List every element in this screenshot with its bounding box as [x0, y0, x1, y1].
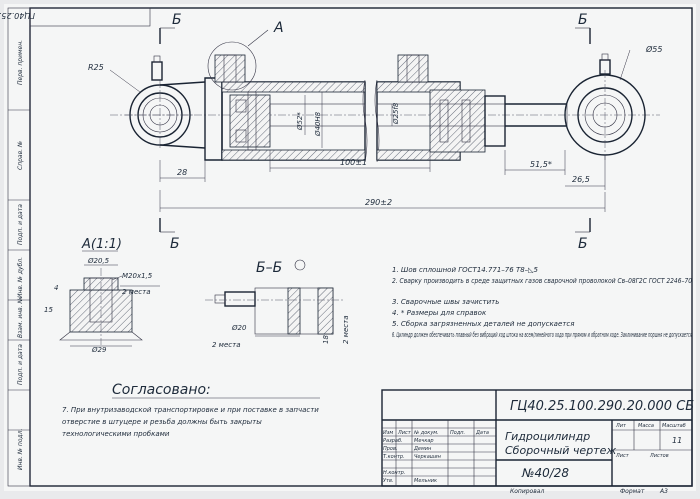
tb-ndokum: № докум. [413, 430, 439, 436]
tb-listov: Листов [649, 453, 669, 459]
side-strip-label: Перв. примен. [17, 40, 24, 85]
note-1: 1. Шов сплошной ГОСТ14.771–76 Т8–◺5 [392, 266, 539, 274]
title-block: ГЦ40.25.100.290.20.000 СБ Гидроцилиндр С… [381, 389, 694, 487]
note-7-line: технологическими пробками [62, 430, 170, 438]
dim-290: 290±2 [365, 198, 392, 207]
detail-a: А(1:1) Ø20,5 М20х1,5 2 места 4 15 Ø29 [44, 237, 160, 354]
tb-mass-value: 11 [672, 436, 682, 445]
dim-26-5: 26,5 [572, 175, 590, 184]
main-dimensions: R25 Ø55 Ø52* Ø40Н8 Ø25f8 28 100±1 51,5* … [88, 44, 662, 212]
note-7: 7. При внутризаводской транспортировке и… [62, 406, 319, 438]
two-places-c: 2 места [342, 316, 350, 344]
tb-name1: Мечкар [414, 438, 434, 444]
side-strip-label: Взам. инв. № [17, 297, 24, 338]
note-3: 3. Сварочные швы зачистить [392, 298, 499, 306]
dim-51-5: 51,5* [530, 160, 552, 169]
approved-label: Согласовано: [112, 382, 211, 398]
note-7-line: 7. При внутризаводской транспортировке и… [62, 406, 319, 414]
sheet-code: №40/28 [521, 466, 569, 480]
footer-format: Формат [620, 488, 645, 495]
side-strip-label: Инв. № дубл. [17, 257, 24, 298]
tb-masshtab: Масштаб [662, 423, 686, 429]
tb-utv: Утв. [383, 478, 394, 484]
section-markers: Б Б Б Б А [159, 12, 591, 252]
detail-a-title: А(1:1) [81, 237, 122, 252]
title-name-2: Сборочный чертеж [505, 444, 616, 457]
tb-massa: Масса [638, 423, 654, 429]
dim-d20-5: Ø20,5 [87, 257, 110, 265]
section-label-b-bottom-right: Б [578, 236, 588, 252]
title-block-number: ГЦ40.25.100.290.20.000 СБ [510, 399, 694, 414]
footer-kopiroval: Копировал [510, 488, 544, 495]
tb-izm: Изм [383, 430, 393, 436]
dim-d52: Ø52* [296, 112, 304, 131]
tb-name2: Демин [413, 446, 432, 452]
side-strip-label: Инв. № подл. [17, 429, 24, 470]
tb-prov: Пров. [383, 446, 398, 452]
section-label-b-top-left: Б [172, 12, 182, 28]
side-strip [7, 7, 31, 487]
dim-d40h8: Ø40Н8 [314, 111, 322, 137]
footer: Копировал Формат А3 [510, 488, 668, 495]
tb-lit: Лит [615, 423, 627, 429]
section-label-b-top-right: Б [578, 12, 588, 28]
side-strip-label: Подп. и дата [17, 344, 24, 385]
section-bb-title: Б–Б [256, 260, 282, 276]
tb-list: Лист [397, 430, 412, 436]
dim-100: 100±1 [340, 158, 367, 167]
tb-podp: Подп. [450, 430, 465, 436]
side-strip-label: Подп. и дата [17, 204, 24, 245]
dim-28: 28 [177, 168, 187, 177]
dim-r25: R25 [88, 63, 104, 72]
dim-d29: Ø29 [91, 346, 107, 354]
tb-data: Дата [475, 430, 489, 436]
dim-15: 15 [44, 306, 53, 314]
view-label-a: А [273, 20, 284, 36]
note-7-line: отверстие в штуцере и резьба должны быть… [62, 418, 262, 426]
side-strip-label: Справ. № [17, 141, 24, 170]
two-places-a: 2 места [122, 288, 150, 296]
section-label-b-bottom-left: Б [170, 236, 180, 252]
technical-notes: 1. Шов сплошной ГОСТ14.771–76 Т8–◺5 2. С… [392, 266, 692, 339]
two-places-b: 2 места [212, 341, 240, 349]
drawing-number-rotated: ГЦ40.25.100.290.20.000 СБ [0, 11, 35, 20]
dim-d20: Ø20 [231, 324, 247, 332]
footer-format-value: А3 [659, 488, 668, 495]
note-6: 6. Цилиндр должен обеспечивать плавный б… [392, 331, 692, 339]
title-name-1: Гидроцилиндр [505, 430, 590, 443]
dim-18: 18 [322, 335, 330, 344]
tb-name3: Черкашин [414, 454, 442, 460]
note-2: 2. Сварку производить в среде защитных г… [392, 277, 692, 285]
tb-list2: Лист [615, 453, 630, 459]
dim-m20: М20х1,5 [122, 272, 153, 280]
tb-razrab: Разраб. [383, 438, 403, 444]
dim-4: 4 [54, 284, 58, 292]
dim-d25f8: Ø25f8 [392, 102, 400, 125]
cylinder-main-view [110, 41, 660, 163]
dim-d55: Ø55 [645, 44, 662, 54]
section-bb: Б–Б Ø20 2 места 18 2 места [205, 259, 350, 349]
tb-nkontr: Н.контр. [383, 470, 405, 476]
note-4: 4. * Размеры для справок [392, 309, 487, 317]
tb-tkontr: Т.контр. [383, 454, 405, 460]
tb-name4: Мельник [414, 478, 437, 484]
note-5: 5. Сборка загрязненных деталей не допуск… [392, 320, 574, 328]
